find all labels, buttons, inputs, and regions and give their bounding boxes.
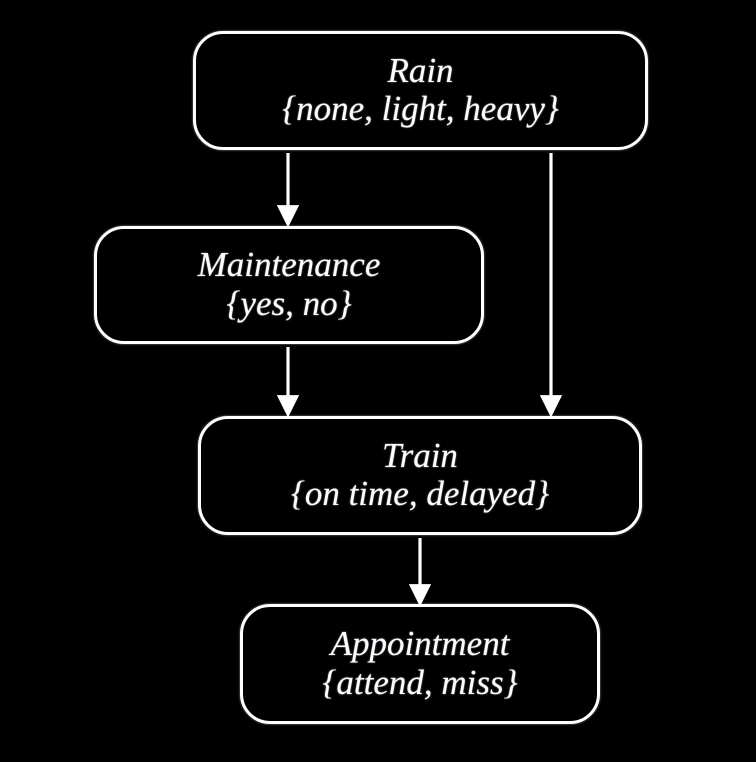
node-maintenance-label: Maintenance — [197, 245, 381, 285]
node-rain-label: Rain — [387, 50, 454, 90]
node-train-label: Train — [382, 435, 458, 475]
node-train-states: {on time, delayed} — [290, 474, 550, 514]
node-maintenance[interactable]: Maintenance {yes, no} — [94, 226, 484, 344]
node-rain-states: {none, light, heavy} — [282, 89, 559, 129]
node-maintenance-states: {yes, no} — [226, 283, 352, 323]
node-train[interactable]: Train {on time, delayed} — [198, 416, 642, 535]
node-appointment-label: Appointment — [330, 624, 510, 664]
node-appointment[interactable]: Appointment {attend, miss} — [240, 604, 600, 724]
node-rain[interactable]: Rain {none, light, heavy} — [193, 31, 648, 150]
node-appointment-states: {attend, miss} — [322, 662, 518, 702]
